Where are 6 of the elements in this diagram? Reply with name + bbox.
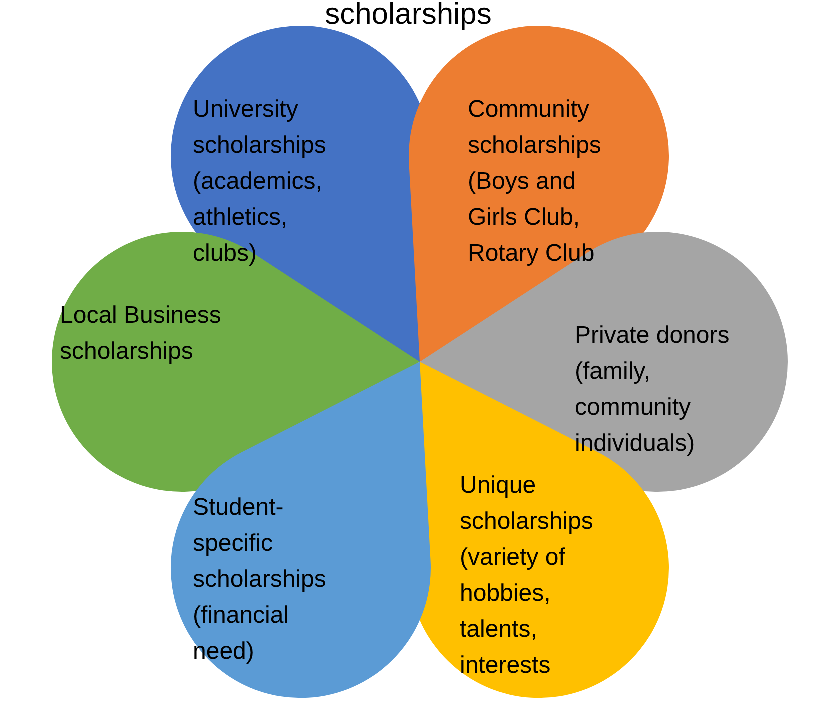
title: scholarships bbox=[324, 0, 493, 32]
petal-label: University scholarships (academics, athletics, clubs) bbox=[193, 94, 328, 269]
petal-label: Unique scholarships (variety of hobbies, talents, interests bbox=[460, 471, 594, 681]
petal-label: Community scholarships (Boys and Girls Club, Rotary Club bbox=[468, 94, 602, 269]
petal-label: Local Business scholarships bbox=[60, 301, 222, 367]
petal-label: Private donors (family, community individuals) bbox=[575, 321, 731, 459]
